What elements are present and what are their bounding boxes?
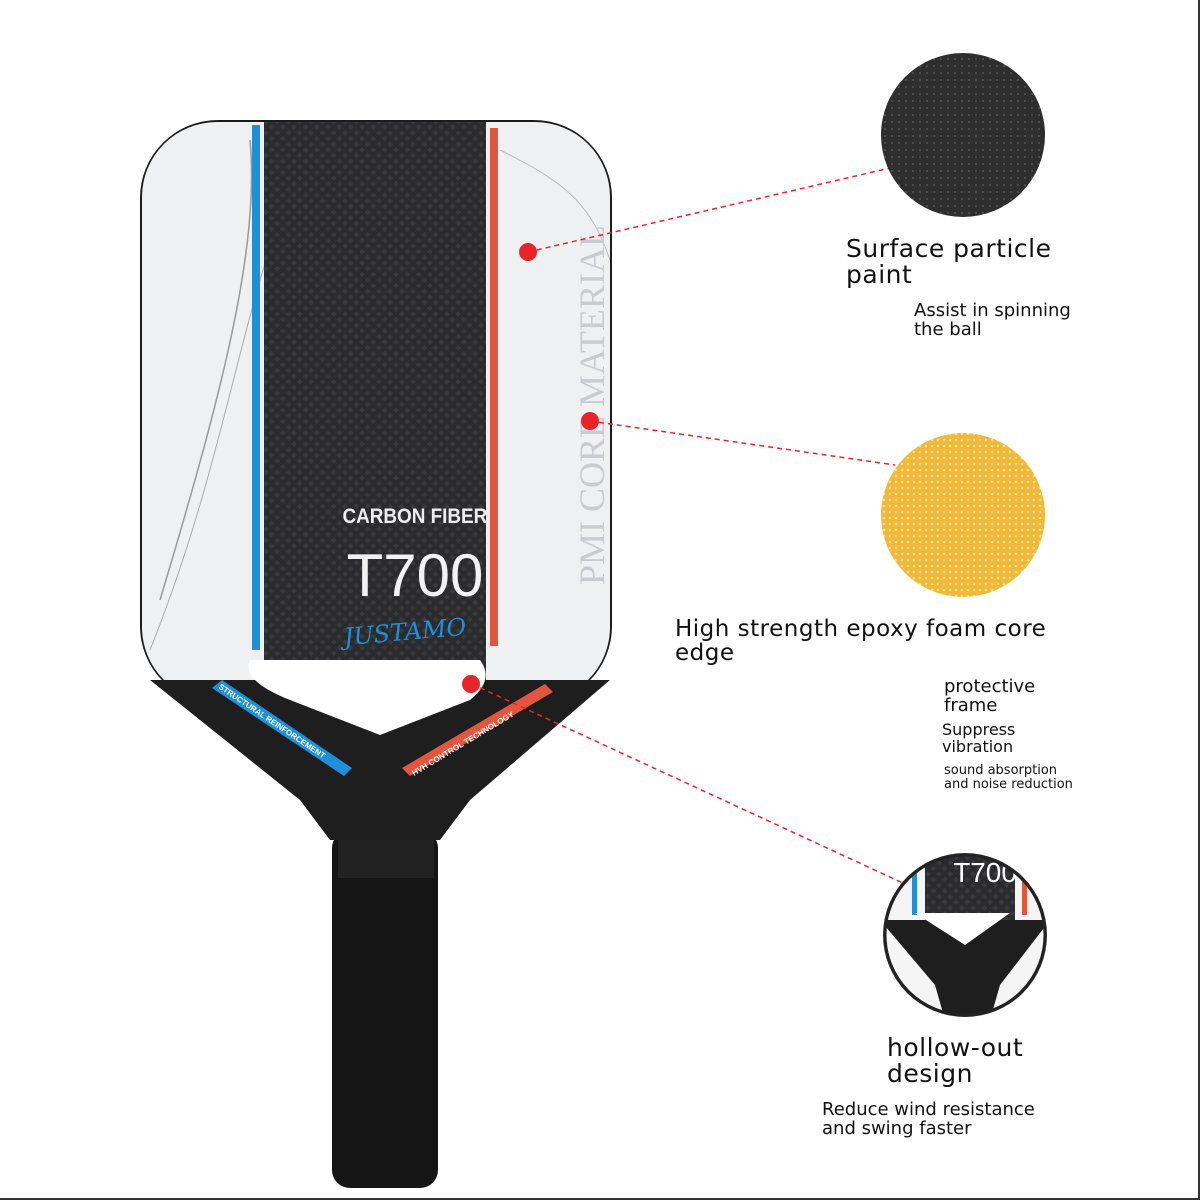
feature-title-hollow: hollow-out design bbox=[887, 1033, 1024, 1089]
model-text: T700 bbox=[347, 542, 484, 609]
callout-dot bbox=[581, 412, 599, 430]
feature-title-foam: High strength epoxy foam core edge bbox=[675, 616, 1047, 667]
feature-desc-frame: protective frame bbox=[944, 676, 1036, 716]
feature-desc-vibration: Suppress vibration bbox=[942, 720, 1016, 756]
foam-core-detail bbox=[881, 433, 1045, 597]
feature-title-surface: Surface particle paint bbox=[846, 234, 1052, 290]
brand-text: CARBON FIBER bbox=[342, 505, 487, 528]
handle-collar bbox=[338, 838, 434, 878]
feature-desc-surface: Assist in spinning the ball bbox=[914, 300, 1071, 340]
callout-lines bbox=[471, 167, 906, 885]
callout-dot bbox=[519, 243, 537, 261]
feature-desc-sound: sound absorption and noise reduction bbox=[944, 763, 1073, 792]
surface-texture-detail bbox=[881, 53, 1045, 217]
detail-model-text: T700 bbox=[953, 857, 1017, 888]
callout-dot bbox=[462, 675, 480, 693]
paddle-face bbox=[140, 120, 612, 840]
paddle-handle bbox=[332, 830, 438, 1188]
side-text: PMI CORE MATERIAL bbox=[572, 225, 612, 585]
hollow-design-detail: T700 bbox=[883, 853, 1047, 1017]
feature-desc-hollow: Reduce wind resistance and swing faster bbox=[822, 1099, 1035, 1139]
